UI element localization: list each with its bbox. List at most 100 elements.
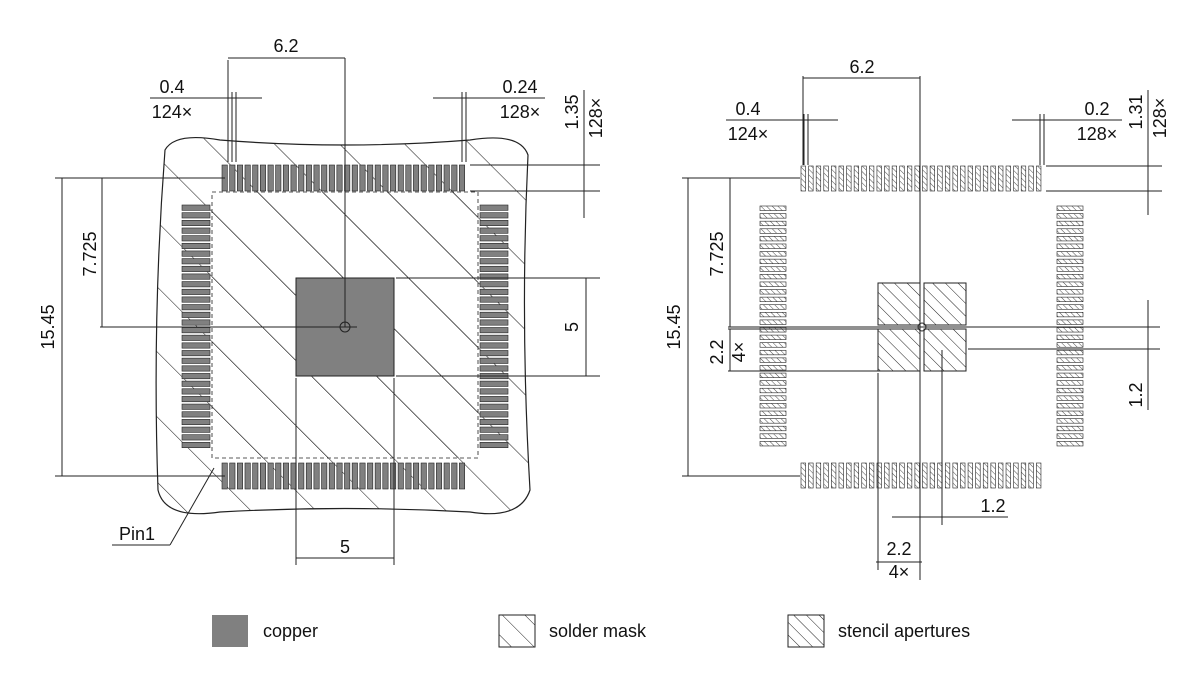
aperture-top xyxy=(967,165,973,192)
pad-top xyxy=(267,164,274,192)
pad-left xyxy=(181,350,211,357)
aperture-left xyxy=(759,349,787,356)
aperture-top xyxy=(846,165,852,192)
aperture-left xyxy=(759,266,787,272)
aperture-left xyxy=(759,319,787,325)
aperture-bottom xyxy=(944,462,951,489)
pad-top xyxy=(275,164,282,192)
right-dim-pad-width: 0.2 xyxy=(1084,99,1109,119)
pad-top xyxy=(428,164,435,192)
pad-left xyxy=(181,411,211,418)
pad-left xyxy=(181,334,211,341)
aperture-left xyxy=(759,410,787,416)
stencil-aperture-tr xyxy=(923,282,967,326)
aperture-top xyxy=(1036,165,1042,192)
pad-left xyxy=(181,220,211,226)
aperture-top xyxy=(1005,165,1011,192)
right-dim-top-width: 6.2 xyxy=(849,57,874,77)
legend: copper solder mask stencil apertures xyxy=(212,614,970,648)
aperture-top xyxy=(922,165,928,192)
pad-left xyxy=(181,380,211,387)
pad-top xyxy=(282,164,289,192)
pad-left xyxy=(181,311,211,318)
aperture-right xyxy=(1056,296,1084,302)
pad-top xyxy=(298,164,305,192)
aperture-top xyxy=(998,165,1004,192)
aperture-left xyxy=(759,213,787,219)
pad-bottom xyxy=(298,462,305,490)
pad-right xyxy=(479,265,509,272)
aperture-bottom xyxy=(1020,462,1027,489)
aperture-top xyxy=(990,165,996,192)
pad-top xyxy=(259,164,266,192)
pad-top xyxy=(336,164,343,192)
pad-top xyxy=(290,164,297,192)
aperture-top xyxy=(929,165,935,192)
aperture-bottom xyxy=(929,462,935,489)
aperture-top xyxy=(815,165,822,192)
left-dim-epad-width: 5 xyxy=(340,537,350,557)
pad-right xyxy=(479,357,509,364)
aperture-bottom xyxy=(975,462,981,489)
pad-bottom xyxy=(336,462,343,490)
pad-bottom xyxy=(321,462,328,490)
pad-right xyxy=(479,411,509,418)
aperture-top xyxy=(800,165,806,192)
aperture-top xyxy=(891,165,897,192)
aperture-right xyxy=(1056,441,1084,447)
aperture-left xyxy=(759,258,787,265)
pad-right xyxy=(479,350,509,357)
pad-left xyxy=(181,227,211,234)
pad-right xyxy=(479,419,509,426)
right-dim-pad-length-count: 128× xyxy=(1150,98,1170,139)
aperture-left xyxy=(759,342,787,348)
pad-bottom xyxy=(237,462,243,490)
pad-top xyxy=(359,164,366,192)
pad-bottom xyxy=(367,462,374,490)
aperture-bottom xyxy=(907,462,913,489)
pad-right xyxy=(479,365,509,372)
aperture-left xyxy=(759,228,787,234)
pad-top xyxy=(459,164,466,192)
aperture-right xyxy=(1056,236,1084,242)
pad-top xyxy=(374,164,381,192)
pad-right xyxy=(479,296,509,303)
aperture-bottom xyxy=(876,462,882,489)
left-dim-top-width: 6.2 xyxy=(273,36,298,56)
aperture-left xyxy=(759,327,787,333)
left-dim-pitch-count: 124× xyxy=(152,102,193,122)
aperture-top xyxy=(899,165,905,192)
pad-bottom xyxy=(290,462,297,490)
right-view: 6.2 0.4 124× 0.2 128× 1.31 128× 15.45 7.… xyxy=(664,57,1170,582)
left-dim-span: 15.45 xyxy=(38,304,58,349)
aperture-top xyxy=(907,165,913,192)
aperture-bottom xyxy=(922,462,928,489)
pad-right xyxy=(479,227,509,234)
pad-left xyxy=(181,373,211,380)
pad-top xyxy=(451,164,458,192)
pad-bottom xyxy=(328,462,335,490)
pad-top xyxy=(351,164,358,192)
aperture-top xyxy=(876,165,882,192)
aperture-bottom xyxy=(967,462,973,489)
pad-bottom xyxy=(267,462,274,490)
pad-left xyxy=(181,281,211,288)
pad-left xyxy=(181,242,211,249)
aperture-right xyxy=(1056,433,1084,439)
aperture-right xyxy=(1056,281,1084,287)
aperture-bottom xyxy=(831,462,837,489)
pad-left xyxy=(181,273,211,280)
stencil-aperture-bl xyxy=(877,328,921,372)
aperture-right xyxy=(1056,334,1084,340)
aperture-bottom xyxy=(823,462,829,489)
aperture-right xyxy=(1056,372,1084,378)
pad-bottom xyxy=(351,462,358,490)
pad-bottom xyxy=(259,462,266,490)
right-dim-pitch: 0.4 xyxy=(735,99,760,119)
aperture-bottom xyxy=(952,462,958,489)
aperture-bottom xyxy=(838,462,844,489)
aperture-right xyxy=(1056,274,1084,280)
pad-right xyxy=(479,204,509,211)
legend-solder-mask-label: solder mask xyxy=(549,621,647,641)
